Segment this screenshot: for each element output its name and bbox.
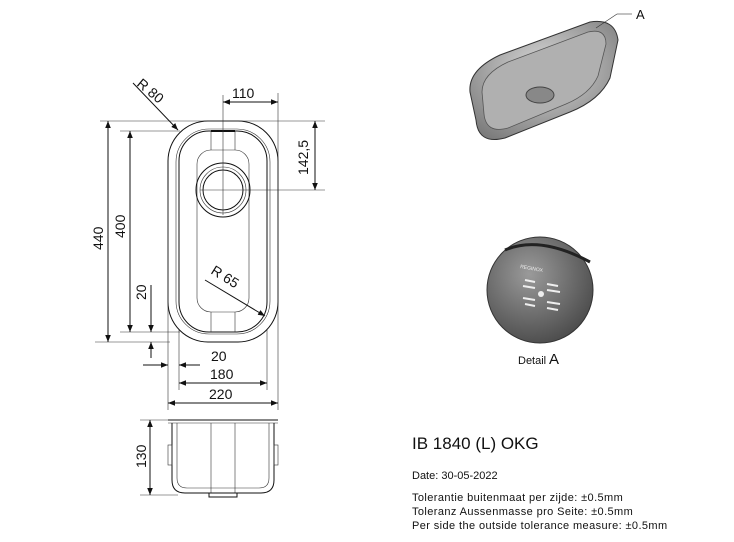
sink-side-view [167,419,279,498]
detail-callout-letter: A [636,7,645,22]
tolerance-en: Per side the outside tolerance measure: … [412,520,668,532]
detail-a-view: REGINOX Detail A [486,236,594,368]
dim-400: 400 [112,214,128,238]
sink-3d-render: A [469,7,645,140]
dim-20-vertical: 20 [133,284,149,300]
reginox-logo: REGINOX [520,264,544,274]
detail-letter: A [549,351,559,368]
tolerance-notes: Tolerantie buitenmaat per zijde: ±0.5mm … [412,491,668,533]
dim-142-5: 142,5 [295,140,311,175]
detail-label: Detail [518,355,546,367]
sink-top-view [167,95,325,343]
tolerance-nl: Tolerantie buitenmaat per zijde: ±0.5mm [412,492,624,504]
dim-440: 440 [90,226,106,250]
drawing-date: Date: 30-05-2022 [412,470,498,482]
dim-110: 110 [232,85,255,101]
product-title: IB 1840 (L) OKG [412,434,539,453]
dimension-lines [95,82,325,496]
dim-20-horizontal: 20 [211,348,227,364]
dim-180: 180 [210,366,234,382]
dim-130: 130 [133,444,149,468]
dim-r65: R 65 [208,262,242,291]
dim-220: 220 [209,386,233,402]
tolerance-de: Toleranz Aussenmasse pro Seite: ±0.5mm [412,506,634,518]
